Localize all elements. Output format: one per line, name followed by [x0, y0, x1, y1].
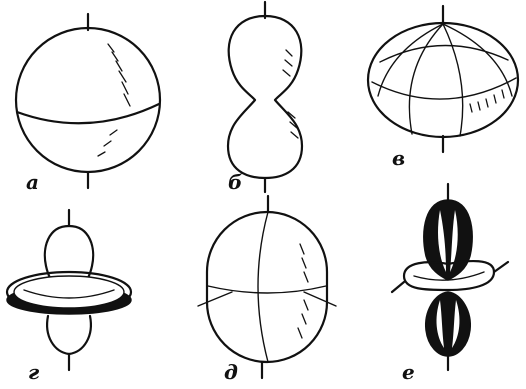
dumbbell-shape [228, 2, 302, 192]
sphere-shape [16, 14, 160, 188]
label-c: в [392, 148, 405, 168]
label-a: а [26, 172, 39, 192]
label-f: е [402, 362, 415, 382]
label-d: г [28, 362, 39, 382]
label-e: д [224, 362, 238, 382]
oblate-spheroid-shape [368, 6, 518, 152]
shaded-lobe-torus-shape [392, 184, 508, 370]
label-b: б [228, 172, 242, 192]
lobe-ring-shape [7, 210, 131, 370]
capsule-shape [198, 196, 336, 378]
